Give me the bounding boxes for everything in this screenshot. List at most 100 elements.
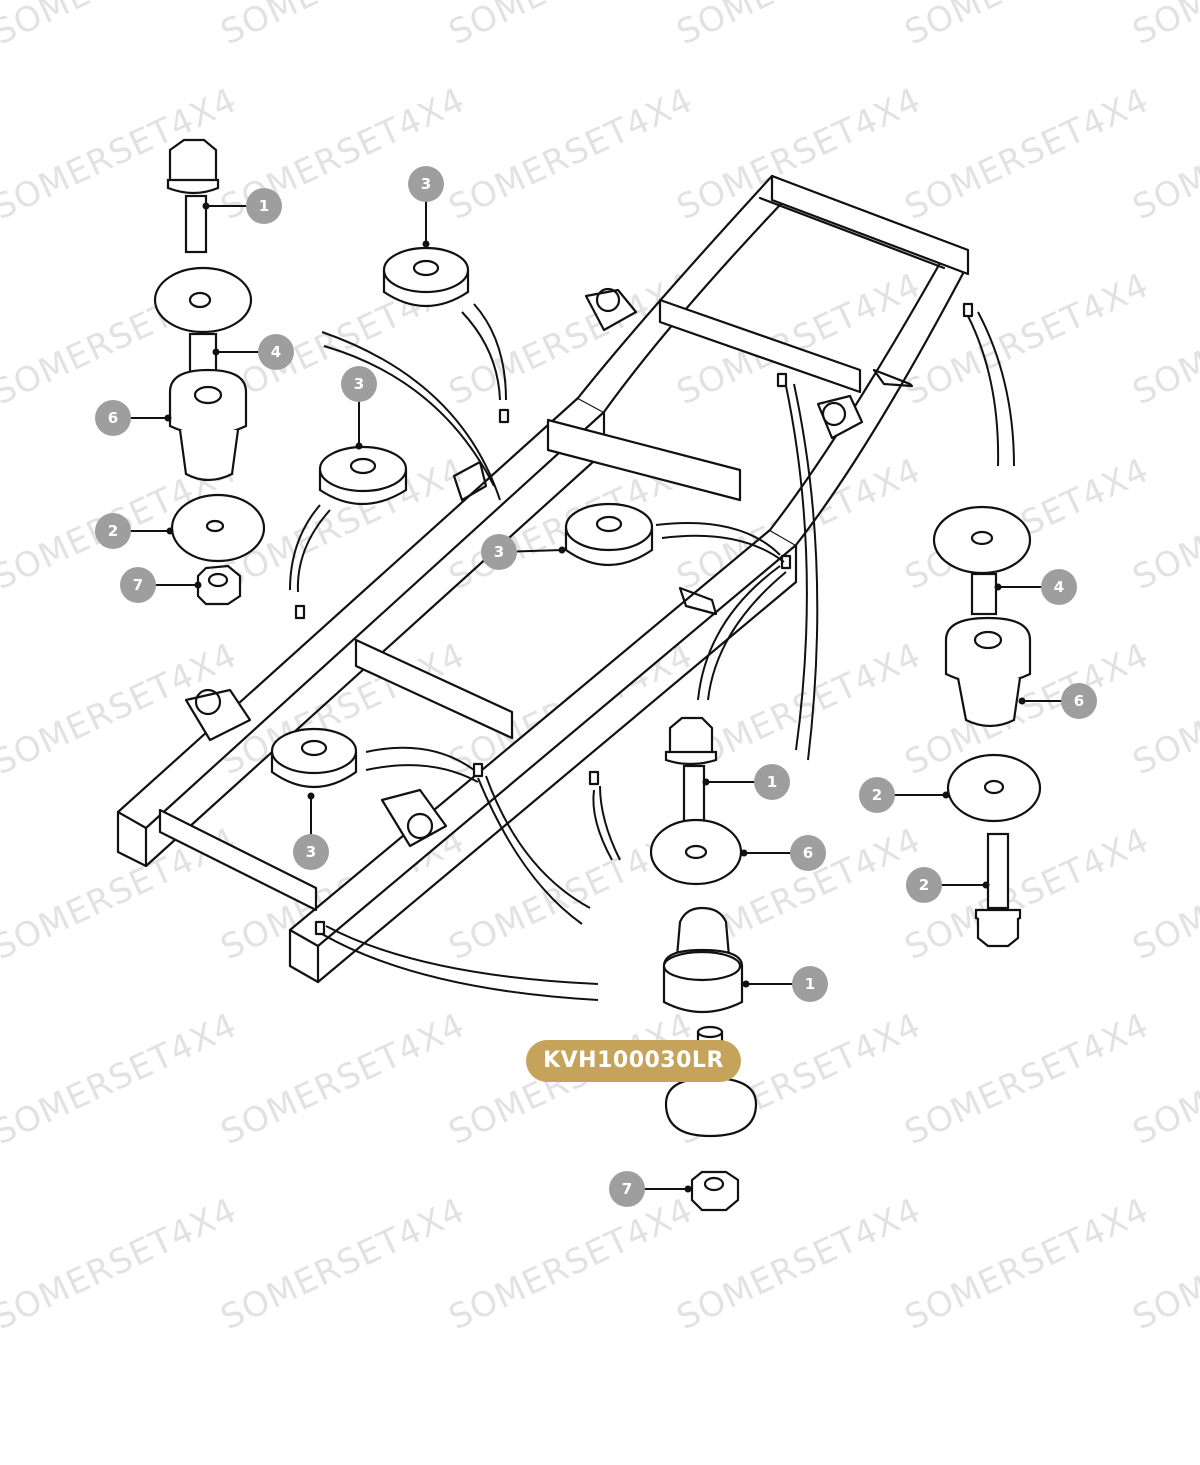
pad-3-top xyxy=(382,246,470,308)
callout-number: 6 xyxy=(803,844,813,862)
callout-2: 2 xyxy=(95,513,174,549)
watermark-text: SOMERSET4X4 xyxy=(443,0,699,53)
callout-dot xyxy=(942,791,950,799)
callout-circle xyxy=(792,966,828,1002)
callout-layer: 1 3 4 6 2 7 3 3 3 4 6 1 6 2 2 1 7 xyxy=(95,166,1097,1207)
callout-dot xyxy=(212,348,220,356)
callout-number: 1 xyxy=(767,773,777,791)
callout-dot xyxy=(558,546,566,554)
watermark-text: SOMERSET4X4 xyxy=(0,1190,243,1338)
callout-6: 6 xyxy=(95,400,172,436)
callout-3: 3 xyxy=(408,166,444,248)
callout-number: 3 xyxy=(421,175,431,193)
callout-number: 6 xyxy=(108,409,118,427)
assembly-leader-lines xyxy=(289,303,1015,1001)
callout-number: 7 xyxy=(622,1180,632,1198)
callout-number: 2 xyxy=(108,522,118,540)
callout-number: 1 xyxy=(259,197,269,215)
mount-studs xyxy=(294,302,974,936)
watermark-text: SOMERSET4X4 xyxy=(215,1190,471,1338)
watermark-text: SOMERSET4X4 xyxy=(215,1005,471,1153)
callout-circle xyxy=(790,835,826,871)
callout-circle xyxy=(246,188,282,224)
watermark-text: SOMERSET4X4 xyxy=(1127,0,1200,53)
callout-3: 3 xyxy=(481,534,566,570)
callout-number: 7 xyxy=(133,576,143,594)
callout-circle xyxy=(1061,683,1097,719)
callout-dot xyxy=(164,414,172,422)
callout-1: 1 xyxy=(702,764,790,800)
callout-dot xyxy=(355,442,363,450)
watermark-text: SOMERSET4X4 xyxy=(215,0,471,53)
watermark-text: SOMERSET4X4 xyxy=(443,80,699,228)
callout-2: 2 xyxy=(859,777,950,813)
callout-dot xyxy=(740,849,748,857)
pad-3-lower-left xyxy=(270,727,358,789)
callout-number: 3 xyxy=(354,375,364,393)
watermark-text: SOMERSET4X4 xyxy=(899,80,1155,228)
callout-1: 1 xyxy=(742,966,828,1002)
callout-number: 6 xyxy=(1074,692,1084,710)
callout-1: 1 xyxy=(202,188,282,224)
callout-4: 4 xyxy=(994,569,1077,605)
callout-dot xyxy=(994,583,1002,591)
callout-number: 2 xyxy=(919,876,929,894)
callout-6: 6 xyxy=(740,835,826,871)
callout-circle xyxy=(859,777,895,813)
bush-6-top-left xyxy=(168,368,248,482)
callout-3: 3 xyxy=(293,792,329,870)
bolt-1-top-left xyxy=(166,138,220,254)
callout-circle xyxy=(481,534,517,570)
callout-dot xyxy=(307,792,315,800)
callout-number: 3 xyxy=(494,543,504,561)
callout-dot xyxy=(166,527,174,535)
callout-7: 7 xyxy=(120,567,202,603)
watermark-text: SOMERSET4X4 xyxy=(899,1005,1155,1153)
callout-dot xyxy=(684,1185,692,1193)
callout-number: 4 xyxy=(1054,578,1064,596)
watermark-text: SOMERSET4X4 xyxy=(443,1190,699,1338)
part-number-badge: KVH100030LR xyxy=(526,1040,741,1082)
callout-circle xyxy=(609,1171,645,1207)
bush-6-right xyxy=(944,616,1032,728)
callout-circle xyxy=(120,567,156,603)
watermark-text: SOMERSET4X4 xyxy=(0,0,243,53)
callout-dot xyxy=(742,980,750,988)
watermark-text: SOMERSET4X4 xyxy=(899,0,1155,53)
bolt-1-right xyxy=(974,832,1022,948)
callout-number: 2 xyxy=(872,786,882,804)
callout-number: 3 xyxy=(306,843,316,861)
callout-3: 3 xyxy=(341,366,377,450)
callout-7: 7 xyxy=(609,1171,692,1207)
hardware-parts xyxy=(153,138,1042,1212)
callout-dot xyxy=(1018,697,1026,705)
bush-6-center xyxy=(662,906,744,1014)
callout-2: 2 xyxy=(906,867,990,903)
callout-circle xyxy=(1041,569,1077,605)
pad-3-center xyxy=(564,502,654,567)
callout-6: 6 xyxy=(1018,683,1097,719)
watermark-text: SOMERSET4X4 xyxy=(0,1005,243,1153)
watermark-text: SOMERSET4X4 xyxy=(899,1190,1155,1338)
callout-dot xyxy=(422,240,430,248)
callout-number: 4 xyxy=(271,343,281,361)
pad-3-mid-left xyxy=(318,445,408,506)
callout-dot xyxy=(982,881,990,889)
callout-circle xyxy=(293,834,329,870)
callout-circle xyxy=(258,334,294,370)
callout-circle xyxy=(341,366,377,402)
watermark-text: SOMERSET4X4 xyxy=(671,1190,927,1338)
callout-number: 1 xyxy=(805,975,815,993)
watermark-text: SOMERSET4X4 xyxy=(899,450,1155,598)
callout-4: 4 xyxy=(212,334,294,370)
callout-circle xyxy=(754,764,790,800)
callout-circle xyxy=(408,166,444,202)
callout-circle xyxy=(95,513,131,549)
watermark-text: SOMERSET4X4 xyxy=(671,0,927,53)
chassis-frame xyxy=(116,174,974,984)
callout-dot xyxy=(702,778,710,786)
callout-dot xyxy=(202,202,210,210)
callout-circle xyxy=(95,400,131,436)
callout-circle xyxy=(906,867,942,903)
